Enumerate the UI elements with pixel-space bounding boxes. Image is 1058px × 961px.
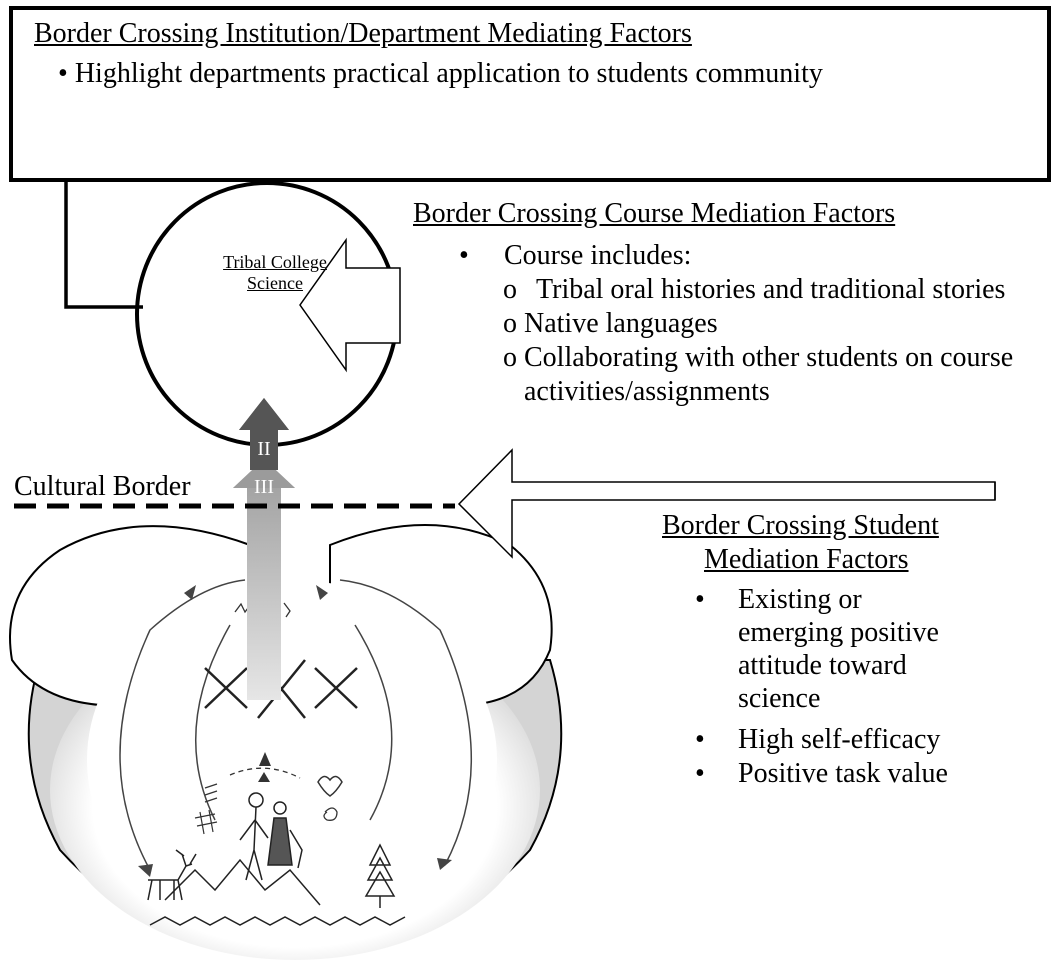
course-item-3-continued: activities/assignments <box>524 376 770 407</box>
student-title-line1: Border Crossing Student <box>662 510 939 541</box>
student-item-1-line3: attitude toward <box>738 650 907 681</box>
x-symbol-left <box>204 667 248 709</box>
bullet: • <box>695 724 705 755</box>
inner-left-curve <box>195 624 231 821</box>
arrow-label-dark: II <box>257 438 271 460</box>
light-arrow <box>233 459 295 700</box>
bullet: • <box>58 58 68 89</box>
inner-world <box>87 580 497 940</box>
mountains <box>164 858 321 906</box>
arrow-label-light: III <box>254 476 274 498</box>
curve-arrowhead <box>316 585 328 600</box>
spiral-symbol <box>323 807 338 821</box>
heart-symbol <box>317 775 343 797</box>
student-item-1-line2: emerging positive <box>738 617 939 648</box>
curve-arrowhead <box>138 864 153 877</box>
institution-item-text: Highlight departments practical applicat… <box>74 58 823 89</box>
lines-symbol <box>204 783 218 803</box>
course-item-3: Collaborating with other students on cou… <box>524 342 1014 373</box>
outer-right-curve <box>339 579 472 866</box>
curve-arrowhead <box>437 858 452 870</box>
outer-left-curve <box>119 579 246 871</box>
sub-bullet: o <box>503 342 517 373</box>
student-arrow <box>457 448 996 559</box>
people-figures <box>239 792 303 881</box>
dark-arrow-cap <box>239 398 289 470</box>
grid-symbol <box>194 809 218 835</box>
inner-right-curve <box>354 624 393 821</box>
course-title: Border Crossing Course Mediation Factors <box>413 198 896 229</box>
sub-bullet: o <box>503 274 517 305</box>
student-item-1-line4: science <box>738 683 821 714</box>
small-arrowhead <box>259 752 271 766</box>
small-arrowhead <box>258 772 270 782</box>
light-arrow-cap <box>233 459 295 488</box>
student-item-1-line1: Existing or <box>738 584 862 615</box>
institution-title: Border Crossing Institution/Department M… <box>34 18 692 49</box>
course-arrow <box>299 237 401 373</box>
student-title-line2: Mediation Factors <box>704 544 909 575</box>
student-item-1: Existing or emerging positive attitude t… <box>738 583 939 715</box>
student-world-illustration <box>9 524 563 960</box>
circle-label-line2: Science <box>247 273 303 293</box>
dashed-arc <box>229 767 301 779</box>
zigzag-ground <box>149 916 406 926</box>
bullet: • <box>695 758 705 789</box>
course-item-2: Native languages <box>524 308 718 339</box>
curve-arrowhead <box>184 585 196 600</box>
tree-figure <box>364 843 396 908</box>
bullet: • <box>695 584 705 615</box>
bullet: • <box>459 240 469 271</box>
course-lead: Course includes: <box>504 240 692 271</box>
institution-item: • Highlight departments practical applic… <box>58 58 823 90</box>
institution-box <box>9 6 1051 182</box>
tribal-college-science-label: Tribal College Science <box>200 252 350 294</box>
sub-bullet: o <box>503 308 517 339</box>
course-item-1: Tribal oral histories and traditional st… <box>536 274 1006 305</box>
circle-label-line1: Tribal College <box>223 252 327 272</box>
cultural-border-label: Cultural Border <box>14 471 191 502</box>
student-item-2: High self-efficacy <box>738 724 941 755</box>
student-item-3: Positive task value <box>738 758 948 789</box>
institution-connector <box>64 180 143 309</box>
x-symbol-right <box>314 667 358 709</box>
